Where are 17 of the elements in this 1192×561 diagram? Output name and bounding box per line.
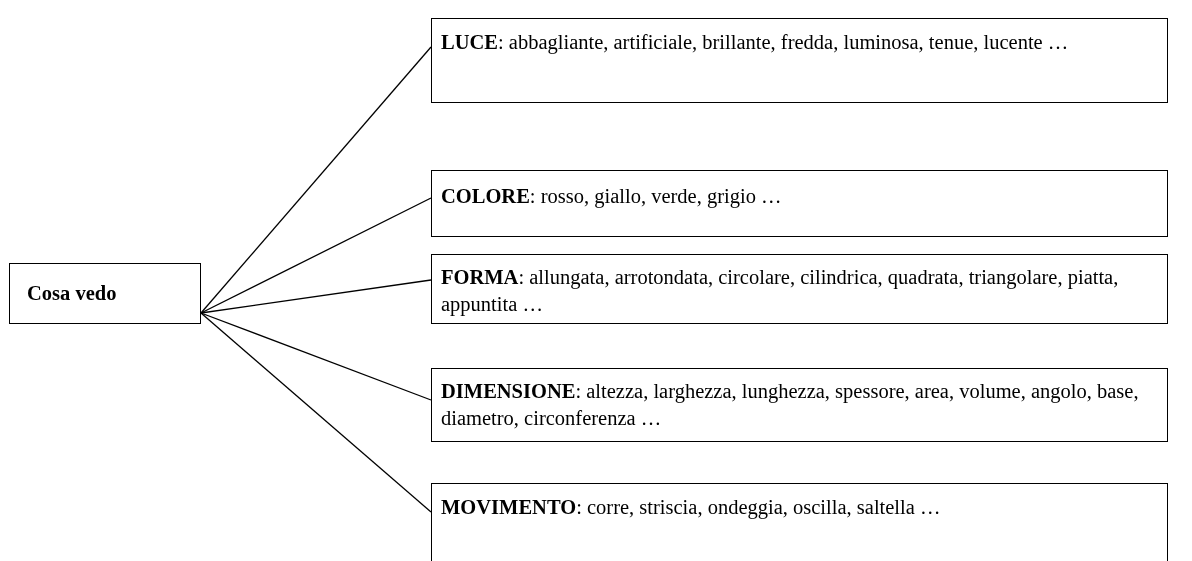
connector-line bbox=[200, 312, 432, 401]
description-text: COLORE: rosso, giallo, verde, grigio … bbox=[441, 184, 783, 210]
description-text: FORMA: allungata, arrotondata, circolare, cilindrica, quadrata, triangolare, piatta, appuntita … bbox=[441, 265, 1120, 318]
text-box bbox=[431, 483, 1168, 561]
description-text: MOVIMENTO: corre, striscia, ondeggia, oscilla, saltella … bbox=[441, 495, 942, 521]
description-text: LUCE: abbagliante, artificiale, brillante, fredda, luminosa, tenue, lucente … bbox=[441, 30, 1070, 56]
text-box bbox=[431, 170, 1168, 237]
connector-line bbox=[200, 279, 432, 314]
text-box bbox=[431, 254, 1168, 324]
description-text: DIMENSIONE: altezza, larghezza, lunghezza, spessore, area, volume, angolo, base, diametro, circonferenza … bbox=[441, 379, 1140, 431]
node-title: Cosa vedo bbox=[27, 281, 118, 306]
connector-line bbox=[200, 312, 432, 513]
text-box bbox=[431, 368, 1168, 442]
connector-line bbox=[200, 197, 432, 314]
connector-line bbox=[200, 46, 432, 314]
text-box bbox=[9, 263, 201, 324]
text-box bbox=[431, 18, 1168, 103]
